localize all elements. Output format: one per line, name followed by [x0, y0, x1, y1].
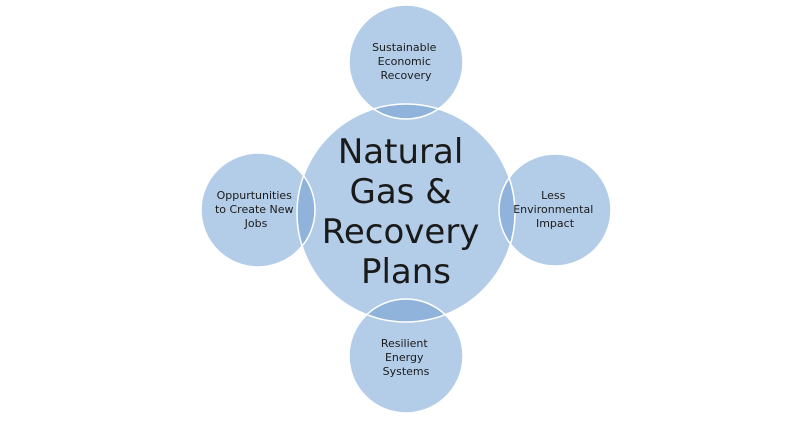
satellite-label-left: Oppurtunities to Create New Jobs: [215, 189, 297, 230]
satellite-label-line: Economic: [378, 55, 431, 68]
satellite-label-line: Jobs: [244, 217, 268, 230]
center-label-line: Natural: [338, 132, 463, 172]
satellite-label-line: Resilient: [381, 337, 429, 350]
center-circle: [297, 104, 515, 322]
satellite-label-top: Sustainable Economic Recovery: [372, 41, 440, 82]
satellite-label-line: Less: [541, 189, 565, 202]
satellite-circle-bottom: [349, 299, 463, 413]
outline-center: [296, 103, 516, 323]
satellite-label-line: to Create New: [215, 203, 294, 216]
satellite-label-line: Environmental: [513, 203, 593, 216]
satellite-label-line: Recovery: [380, 69, 431, 82]
satellite-circle-left: [201, 153, 315, 267]
satellite-label-line: Impact: [536, 217, 575, 230]
satellite-circle-top: [349, 5, 463, 119]
outline-bottom: [348, 298, 464, 414]
center-label-line: Recovery: [322, 212, 480, 252]
center-label: Natural Gas & Recovery Plans: [322, 132, 490, 292]
outlines: [200, 4, 612, 414]
satellite-label-line: Systems: [383, 365, 430, 378]
outline-top: [348, 4, 464, 120]
outline-right: [498, 153, 612, 267]
outline-left: [200, 152, 316, 268]
center-label-line: Gas &: [349, 172, 451, 212]
satellite-label-line: Oppurtunities: [217, 189, 293, 202]
center-label-line: Plans: [361, 252, 451, 292]
satellite-label-line: Energy: [385, 351, 424, 364]
satellite-label-line: Sustainable: [372, 41, 437, 54]
satellite-label-bottom: Resilient Energy Systems: [381, 337, 431, 378]
satellite-circle-right: [499, 154, 611, 266]
satellite-label-right: Less Environmental Impact: [513, 189, 597, 230]
